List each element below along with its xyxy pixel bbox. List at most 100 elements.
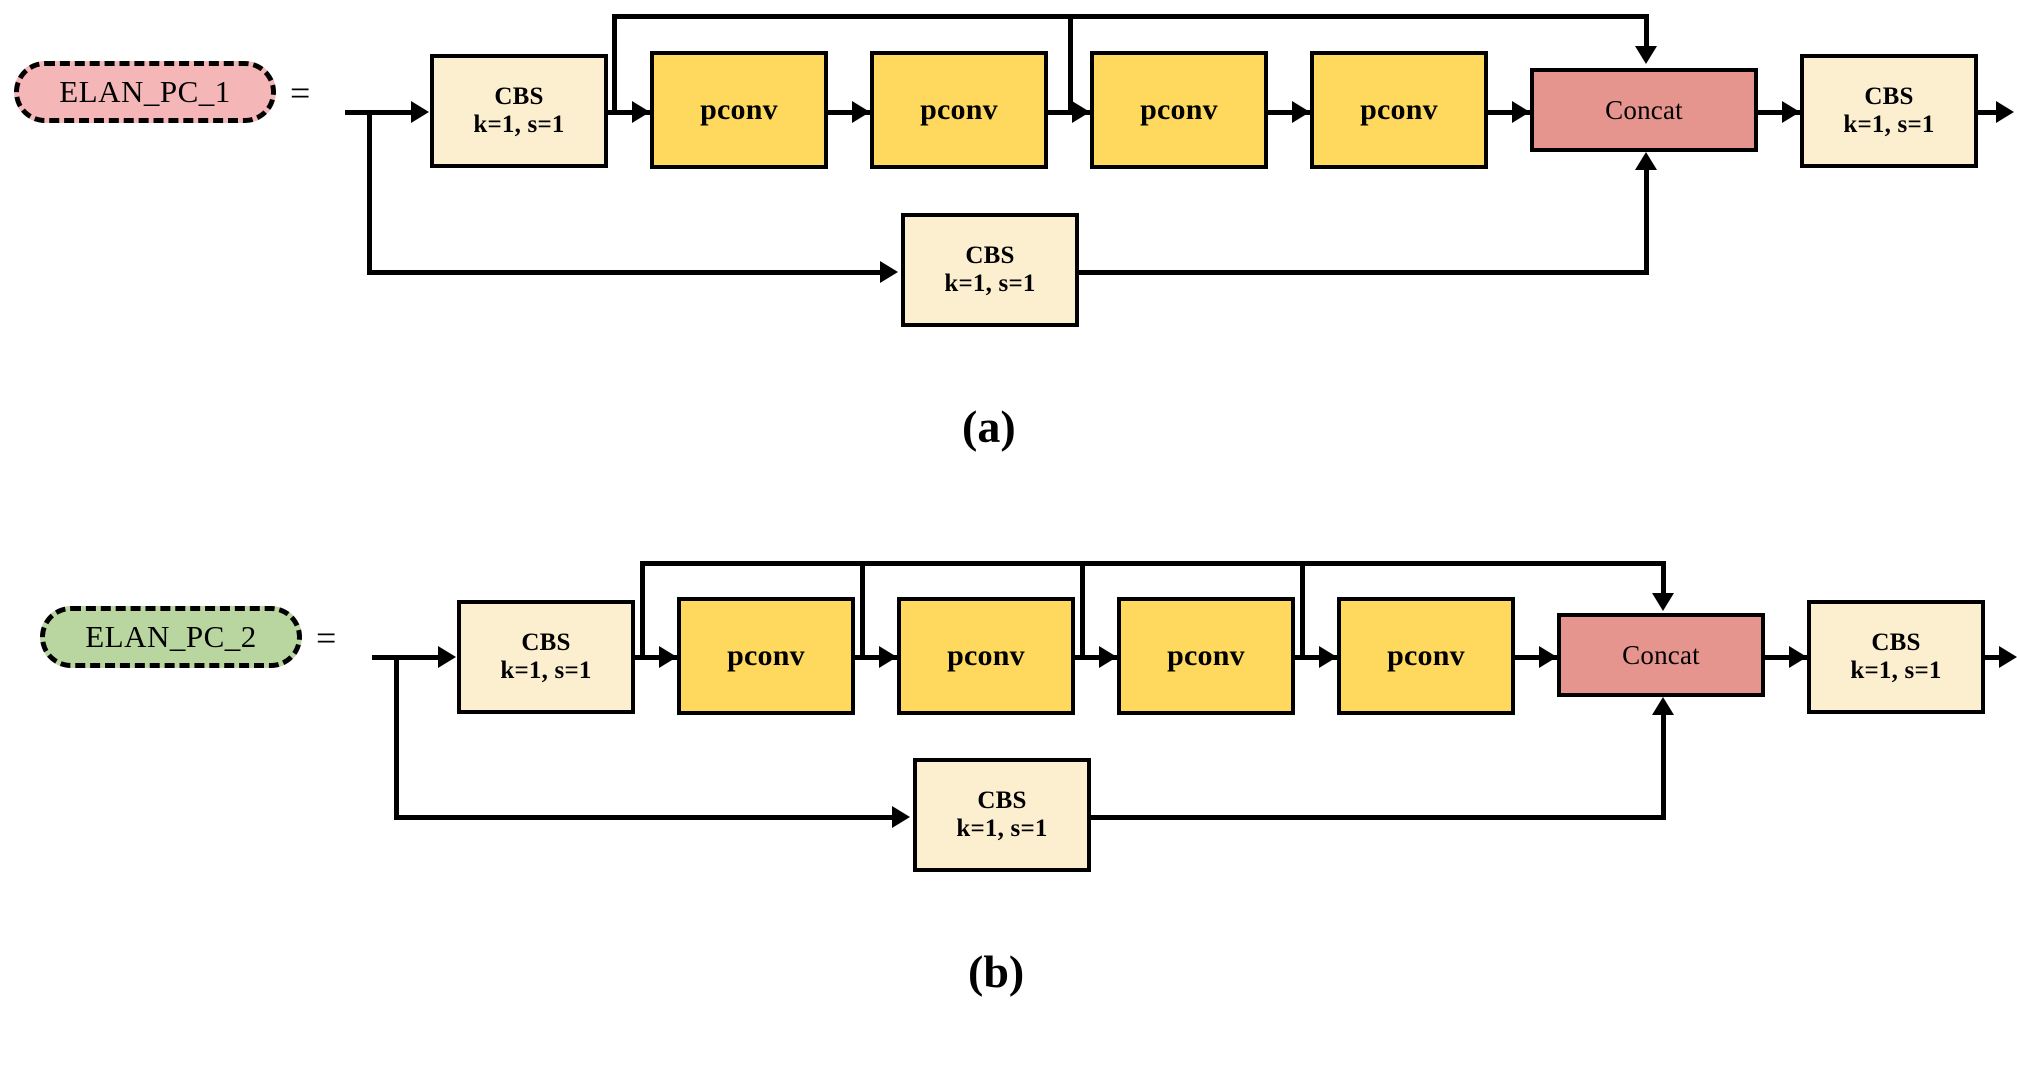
- wire-b-skip-top: [640, 561, 1664, 566]
- arrowhead-b-concat-in: [1539, 646, 1557, 668]
- node-label: pconv: [1387, 639, 1465, 673]
- arrowhead-a-cbsout-in: [1782, 101, 1800, 123]
- node-label: Concat: [1605, 94, 1683, 125]
- node-label-line2: k=1, s=1: [944, 270, 1036, 297]
- wire-a-skip-drop: [1644, 14, 1649, 52]
- arrowhead-a-concat-top: [1635, 46, 1657, 64]
- arrowhead-b-pconv2-in: [879, 646, 897, 668]
- arrowhead-b-pconv4-in: [1319, 646, 1337, 668]
- arrowhead-b-concat-bottom: [1652, 697, 1674, 715]
- wire-a-concat-bottom-up: [1644, 168, 1649, 273]
- node-a-pconv-4[interactable]: pconv: [1310, 51, 1488, 169]
- arrowhead-a-pconv3-in: [1072, 101, 1090, 123]
- wire-a-concat-to-cbsout: [1758, 110, 1800, 115]
- wire-b-cbs-to-pconv1: [635, 655, 677, 660]
- wire-b-input-split-down: [394, 655, 399, 820]
- wire-a-cbs-to-pconv1: [608, 110, 650, 115]
- node-label-line2: k=1, s=1: [956, 815, 1048, 842]
- node-b-cbs-input[interactable]: CBS k=1, s=1: [457, 600, 635, 714]
- node-b-pconv-1[interactable]: pconv: [677, 597, 855, 715]
- node-label: pconv: [727, 639, 805, 673]
- node-b-pconv-3[interactable]: pconv: [1117, 597, 1295, 715]
- node-label: pconv: [920, 93, 998, 127]
- node-label: pconv: [1360, 93, 1438, 127]
- node-label-line1: CBS: [965, 242, 1015, 269]
- node-b-concat[interactable]: Concat: [1557, 613, 1765, 697]
- arrowhead-a-cbsskip-in: [880, 261, 898, 283]
- node-a-pconv-2[interactable]: pconv: [870, 51, 1048, 169]
- badge-elan-pc-2[interactable]: ELAN_PC_2: [40, 606, 302, 668]
- wire-a-input: [345, 110, 411, 115]
- wire-a-bottom-to-cbsskip: [367, 270, 882, 275]
- arrowhead-b-concat-top: [1652, 593, 1674, 611]
- arrowhead-a-input: [411, 101, 429, 123]
- wire-a-cbsskip-to-right: [990, 270, 1649, 275]
- node-label-line1: CBS: [521, 629, 571, 656]
- wire-a-pconv3-to-pconv4: [1268, 110, 1310, 115]
- node-label-line1: CBS: [494, 83, 544, 110]
- wire-b-skip-drop: [1661, 561, 1666, 599]
- wire-b-concat-to-cbsout: [1765, 655, 1807, 660]
- arrowhead-a-output: [1996, 101, 2014, 123]
- arrowhead-b-pconv3-in: [1099, 646, 1117, 668]
- wire-b-input: [372, 655, 438, 660]
- arrowhead-a-pconv2-in: [852, 101, 870, 123]
- node-label-line1: CBS: [977, 787, 1027, 814]
- node-a-cbs-input[interactable]: CBS k=1, s=1: [430, 54, 608, 168]
- node-b-cbs-output[interactable]: CBS k=1, s=1: [1807, 600, 1985, 714]
- node-a-pconv-1[interactable]: pconv: [650, 51, 828, 169]
- wire-a-input-split-down: [367, 110, 372, 275]
- wire-b-concat-bottom-up: [1661, 713, 1666, 818]
- node-a-concat[interactable]: Concat: [1530, 68, 1758, 152]
- arrowhead-a-pconv1-in: [632, 101, 650, 123]
- equals-sign-b: =: [316, 618, 337, 658]
- equals-sign-a: =: [290, 73, 311, 113]
- node-label: Concat: [1622, 639, 1700, 670]
- arrowhead-b-cbsskip-in: [892, 806, 910, 828]
- node-label-line2: k=1, s=1: [473, 111, 565, 138]
- wire-a-pconv1-to-pconv2: [828, 110, 870, 115]
- arrowhead-b-input: [438, 646, 456, 668]
- wire-a-output: [1978, 110, 2002, 115]
- wire-b-skip2-up: [860, 561, 865, 657]
- arrowhead-a-concat-in: [1512, 101, 1530, 123]
- wire-a-pconv4-to-concat: [1488, 110, 1530, 115]
- badge-label: ELAN_PC_1: [59, 74, 231, 109]
- wire-b-skip4-up: [1300, 561, 1305, 657]
- node-a-pconv-3[interactable]: pconv: [1090, 51, 1268, 169]
- node-label-line1: CBS: [1871, 629, 1921, 656]
- caption-a: (a): [962, 401, 1016, 452]
- wire-b-output: [1985, 655, 2003, 660]
- wire-b-pconv2-to-pconv3: [1075, 655, 1117, 660]
- node-label: pconv: [1167, 639, 1245, 673]
- arrowhead-a-concat-bottom: [1635, 152, 1657, 170]
- wire-b-skip1-up: [640, 561, 645, 657]
- node-label-line1: CBS: [1864, 83, 1914, 110]
- node-label: pconv: [1140, 93, 1218, 127]
- node-label: pconv: [700, 93, 778, 127]
- arrowhead-a-pconv4-in: [1292, 101, 1310, 123]
- arrowhead-b-pconv1-in: [659, 646, 677, 668]
- node-a-cbs-output[interactable]: CBS k=1, s=1: [1800, 54, 1978, 168]
- wire-b-bottom-to-cbsskip: [394, 815, 894, 820]
- wire-a-skip2-up: [1068, 14, 1073, 112]
- node-b-cbs-skip[interactable]: CBS k=1, s=1: [913, 758, 1091, 872]
- node-label-line2: k=1, s=1: [1843, 111, 1935, 138]
- badge-label: ELAN_PC_2: [85, 619, 257, 654]
- wire-b-skip3-up: [1080, 561, 1085, 657]
- badge-elan-pc-1[interactable]: ELAN_PC_1: [14, 61, 276, 123]
- wire-a-skip1-top: [612, 14, 1647, 19]
- node-b-pconv-2[interactable]: pconv: [897, 597, 1075, 715]
- node-label-line2: k=1, s=1: [500, 657, 592, 684]
- wire-b-cbsskip-to-right: [1002, 815, 1666, 820]
- wire-a-pconv2-to-pconv3: [1048, 110, 1090, 115]
- arrowhead-b-output: [1999, 646, 2017, 668]
- node-a-cbs-skip[interactable]: CBS k=1, s=1: [901, 213, 1079, 327]
- wire-b-pconv1-to-pconv2: [855, 655, 897, 660]
- node-label-line2: k=1, s=1: [1850, 657, 1942, 684]
- node-b-pconv-4[interactable]: pconv: [1337, 597, 1515, 715]
- wire-b-pconv3-to-pconv4: [1295, 655, 1337, 660]
- wire-b-pconv4-to-concat: [1515, 655, 1557, 660]
- caption-b: (b): [968, 946, 1025, 997]
